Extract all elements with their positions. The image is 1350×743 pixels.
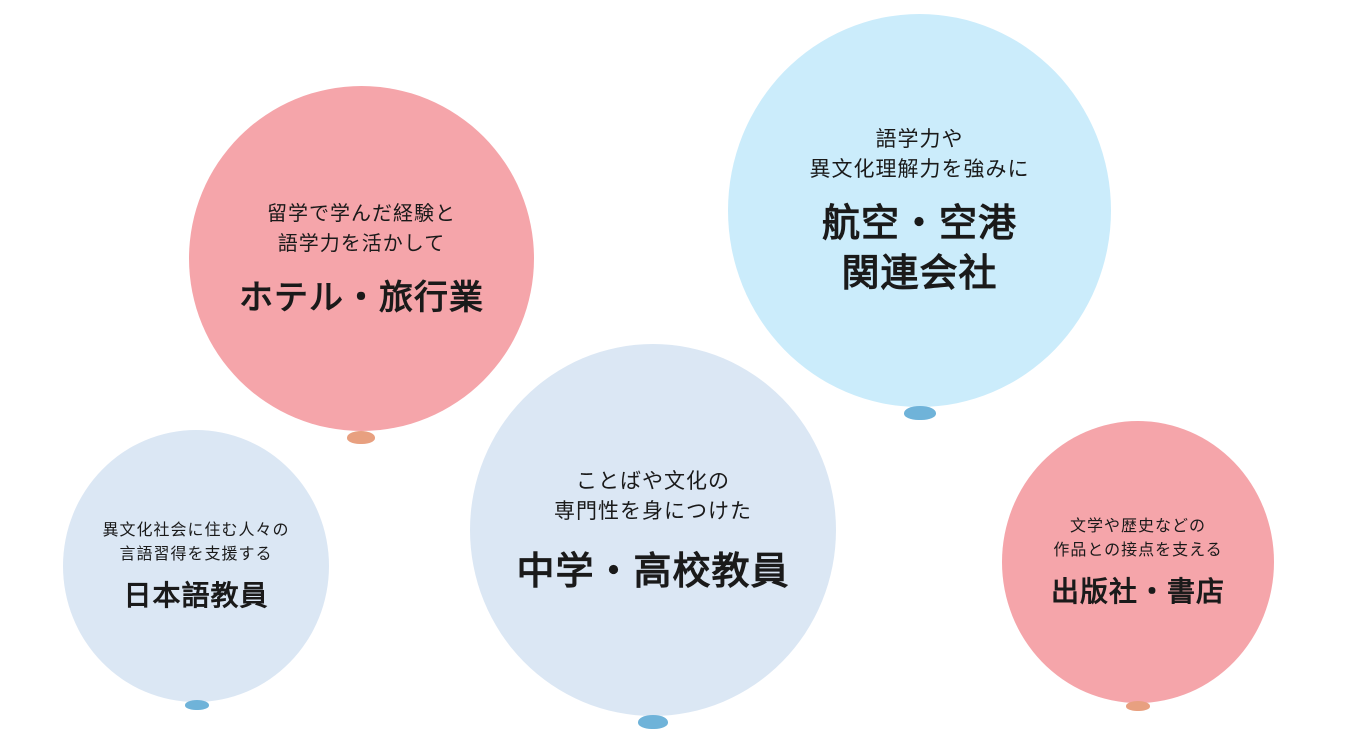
balloon-hotel-travel: 留学で学んだ経験と 語学力を活かして ホテル・旅行業 (189, 86, 534, 431)
balloon-subtitle-line: 専門性を身につけた (554, 498, 752, 523)
balloon-knot (904, 406, 936, 420)
balloon-knot (347, 431, 375, 444)
balloon-subtitle-line: 語学力を活かして (277, 231, 446, 255)
balloon-subtitle-line: 異文化理解力を強みに (809, 156, 1030, 181)
balloon-subtitle-line: 留学で学んだ経験と (267, 201, 456, 225)
balloon-subtitle-line: 作品との接点を支える (1053, 540, 1223, 559)
balloon-title: 出版社・書店 (1050, 575, 1225, 608)
balloon-title: 中学・高校教員 (516, 548, 790, 593)
balloon-subtitle-line: 語学力や (875, 126, 964, 151)
balloon-title: 関連会社 (841, 250, 998, 295)
balloon-title: ホテル・旅行業 (239, 278, 484, 318)
balloon-publisher-bookstore: 文学や歴史などの 作品との接点を支える 出版社・書店 (1002, 421, 1274, 703)
balloon-japanese-teacher: 異文化社会に住む人々の 言語習得を支援する 日本語教員 (63, 430, 329, 702)
balloon-subtitle-line: 文学や歴史などの (1069, 516, 1206, 535)
balloon-airline-airport: 語学力や 異文化理解力を強みに 航空・空港 関連会社 (728, 14, 1111, 407)
balloon-title: 日本語教員 (123, 579, 269, 612)
balloon-title: 航空・空港 (821, 200, 1017, 245)
balloon-knot (1126, 701, 1150, 711)
balloon-knot (185, 700, 209, 710)
balloon-subtitle-line: 言語習得を支援する (119, 544, 273, 563)
balloon-school-teacher: ことばや文化の 専門性を身につけた 中学・高校教員 (470, 344, 836, 716)
balloon-knot (638, 715, 668, 729)
balloon-subtitle-line: 異文化社会に住む人々の (102, 520, 290, 539)
balloon-subtitle-line: ことばや文化の (576, 468, 730, 493)
